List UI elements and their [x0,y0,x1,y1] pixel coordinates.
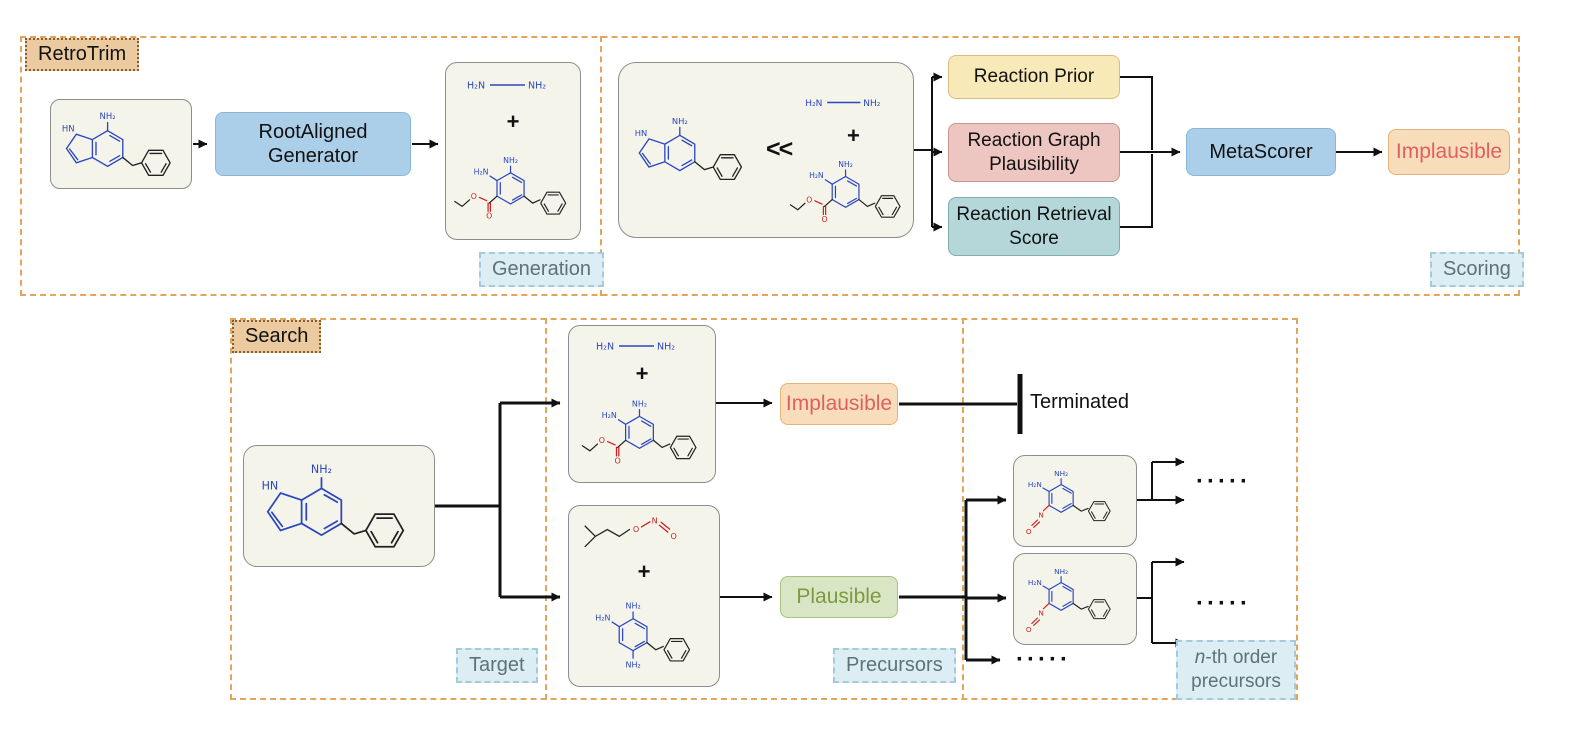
plus-sign: + [847,123,860,148]
hydrazine-structure [466,79,547,93]
hydrazine-structure [804,98,882,110]
aminoester-structure [787,153,909,234]
scoring-implausible-badge: Implausible [1388,129,1510,175]
thin-arrows [193,72,1383,648]
nitrite-structure [584,514,678,548]
scoring-caption: Scoring [1430,252,1524,287]
target-molecule-structure [251,451,427,562]
nth-order-precursors-caption: n-th order precursors [1176,640,1296,700]
precursor-candidate-implausible-box: + [568,325,716,483]
retrotrim-pipeline-frame [20,36,1520,296]
search-section-label: Search [232,320,322,353]
terminated-label: Terminated [1030,391,1129,413]
input-molecule-box [50,99,192,189]
search-divider-2 [962,318,964,700]
target-caption: Target [456,648,538,683]
nitroamine-structure [1021,466,1129,537]
plausible-badge: Plausible [780,576,898,618]
diamino-structure [581,586,707,680]
plus-sign: + [506,109,520,134]
generated-precursors-box: + [445,62,581,240]
nitroamine-structure [1021,564,1129,635]
precursor-candidate-plausible-box: + [568,505,720,687]
search-frame [230,318,1298,700]
plus-sign: + [635,361,649,386]
reaction-prior-box: Reaction Prior [948,55,1120,99]
ellipsis-dots-1: ····· [1196,468,1251,495]
search-target-box [243,445,435,567]
hydrazine-structure [595,340,676,354]
ellipsis-dots-3: ····· [1016,646,1071,673]
scoring-reaction-box: << + [618,62,914,238]
aminoester-structure [451,149,575,231]
reaction-retrieval-score-box: Reaction Retrieval Score [948,197,1120,256]
generation-caption: Generation [479,252,604,287]
root-aligned-generator-box: RootAligned Generator [215,112,411,176]
precursors-caption: Precursors [833,648,956,683]
nth-precursor-box-1 [1013,455,1137,547]
nth-order-line1: n-th order [1194,647,1278,668]
much-less-sign: << [766,135,793,163]
aminoester-structure [579,392,705,476]
retrotrim-section-label: RetroTrim [25,38,140,71]
plus-sign: + [637,558,651,584]
nth-precursor-box-2 [1013,553,1137,645]
thick-arrows [435,398,1017,665]
target-molecule-structure [54,102,188,187]
reaction-graph-plausibility-box: Reaction Graph Plausibility [948,123,1120,182]
nth-order-line2: precursors [1191,670,1281,692]
target-molecule-structure [627,107,759,191]
metascorer-box: MetaScorer [1186,128,1336,176]
search-implausible-badge: Implausible [780,383,898,425]
ellipsis-dots-2: ····· [1196,590,1251,617]
search-divider-1 [545,318,547,700]
generation-scoring-divider [600,36,602,296]
